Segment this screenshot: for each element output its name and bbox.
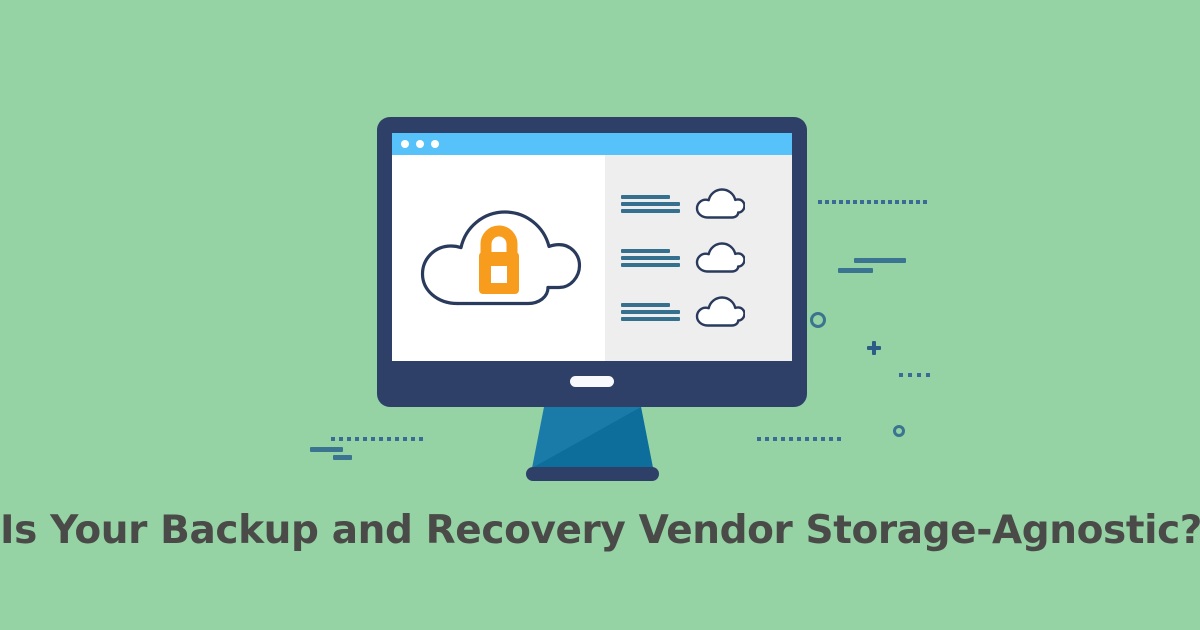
- dash-bottom-left-upper: [310, 447, 343, 452]
- monitor-bezel: [377, 117, 807, 407]
- monitor-stand: [520, 407, 665, 481]
- small-ring-bottom-right: [893, 425, 905, 437]
- plus-mark-right: [867, 341, 881, 355]
- dotted-line-top-right: [818, 200, 927, 204]
- dash-right-lower: [838, 268, 873, 273]
- power-led: [570, 376, 614, 387]
- dash-right-upper: [854, 258, 906, 263]
- row-text-bars: [621, 195, 680, 213]
- browser-content: [392, 155, 792, 361]
- stand-base: [526, 467, 659, 481]
- cloud-icon: [695, 296, 745, 327]
- window-dot-maximize-icon[interactable]: [431, 140, 439, 148]
- secure-cloud-pane: [392, 155, 605, 361]
- page-title: Is Your Backup and Recovery Vendor Stora…: [0, 508, 1200, 553]
- cloud-with-padlock-icon: [420, 210, 581, 306]
- storage-list-pane: [605, 155, 792, 361]
- dotted-line-bottom-right: [757, 437, 841, 441]
- storage-row[interactable]: [621, 188, 792, 220]
- storage-row[interactable]: [621, 242, 792, 274]
- storage-row[interactable]: [621, 296, 792, 328]
- dot-cluster-right: [899, 373, 930, 377]
- cloud-icon: [695, 188, 745, 219]
- monitor-screen: [392, 133, 792, 361]
- row-text-bars: [621, 249, 680, 267]
- dotted-line-bottom-left: [331, 437, 423, 441]
- window-dot-close-icon[interactable]: [401, 140, 409, 148]
- cloud-icon: [695, 242, 745, 273]
- window-dot-minimize-icon[interactable]: [416, 140, 424, 148]
- browser-titlebar: [392, 133, 792, 155]
- ring-outline-right: [810, 312, 826, 328]
- stand-neck: [532, 407, 653, 468]
- row-text-bars: [621, 303, 680, 321]
- dash-bottom-left-lower: [333, 455, 352, 460]
